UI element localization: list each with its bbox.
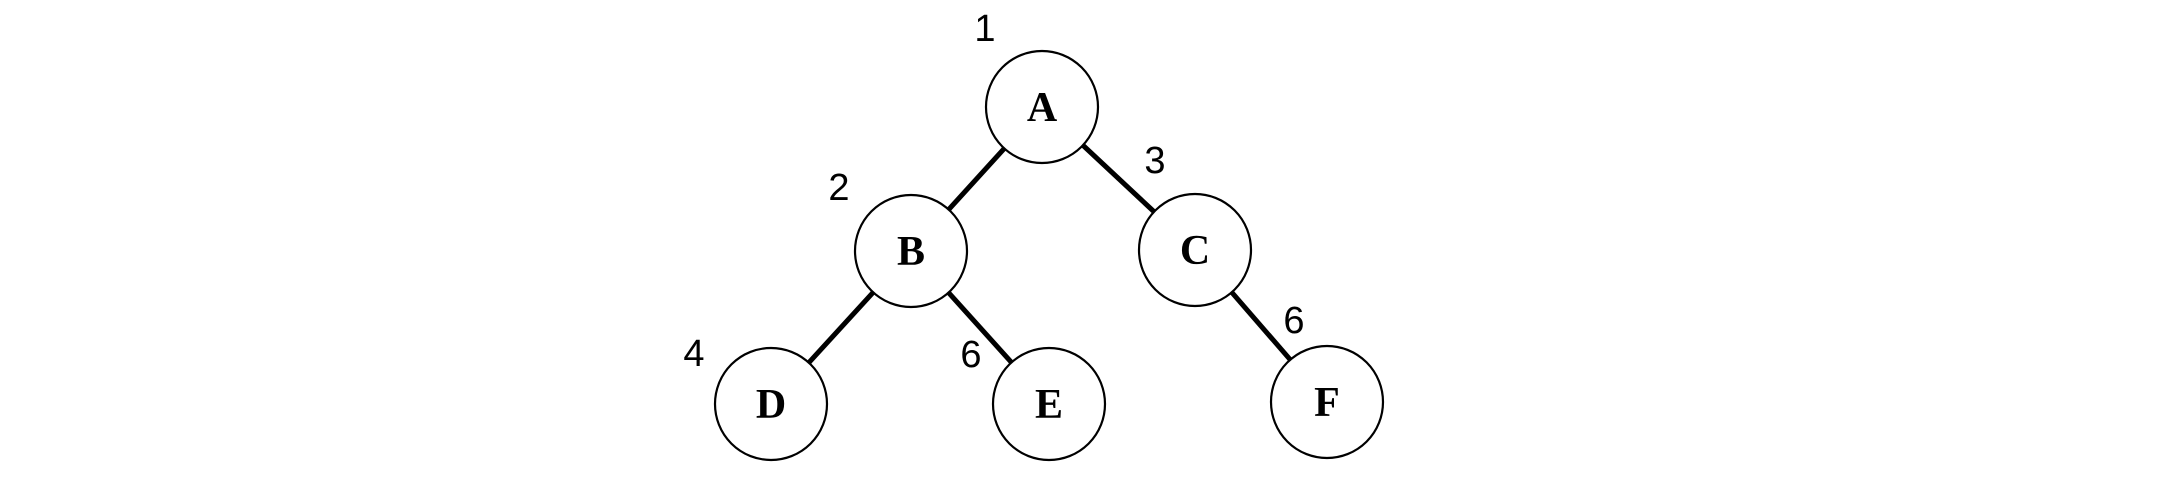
node-a[interactable]: A: [984, 49, 1100, 165]
edge-group: [806, 143, 1293, 365]
node-e-circle[interactable]: [991, 346, 1107, 462]
weight-label-2: 2: [828, 167, 849, 209]
node-f-label: F: [1314, 380, 1340, 426]
node-c[interactable]: C: [1137, 192, 1253, 308]
weight-label-4: 4: [683, 333, 704, 375]
node-d[interactable]: D: [713, 346, 829, 462]
node-c-label: C: [1180, 228, 1210, 274]
node-f[interactable]: F: [1269, 344, 1385, 460]
weight-label-3: 3: [1144, 140, 1165, 182]
node-a-label: A: [1027, 85, 1058, 131]
edge-a-b: [946, 146, 1007, 212]
node-b-label: B: [897, 229, 925, 275]
node-group: A B C D E F: [713, 49, 1385, 462]
node-b-circle[interactable]: [853, 193, 969, 309]
edge-c-f: [1229, 290, 1293, 362]
edge-b-e: [946, 290, 1014, 365]
weight-label-group: 1 2 3 4 6 6: [683, 8, 1304, 376]
node-f-circle[interactable]: [1269, 344, 1385, 460]
node-a-circle[interactable]: [984, 49, 1100, 165]
weight-label-1: 1: [974, 8, 995, 50]
weight-label-6a: 6: [960, 334, 981, 376]
weight-label-6b: 6: [1283, 300, 1304, 342]
edge-b-d: [806, 290, 876, 365]
node-e-label: E: [1035, 382, 1063, 428]
edge-a-c: [1081, 143, 1156, 214]
node-c-circle[interactable]: [1137, 192, 1253, 308]
node-e[interactable]: E: [991, 346, 1107, 462]
node-d-label: D: [756, 382, 786, 428]
node-b[interactable]: B: [853, 193, 969, 309]
node-d-circle[interactable]: [713, 346, 829, 462]
